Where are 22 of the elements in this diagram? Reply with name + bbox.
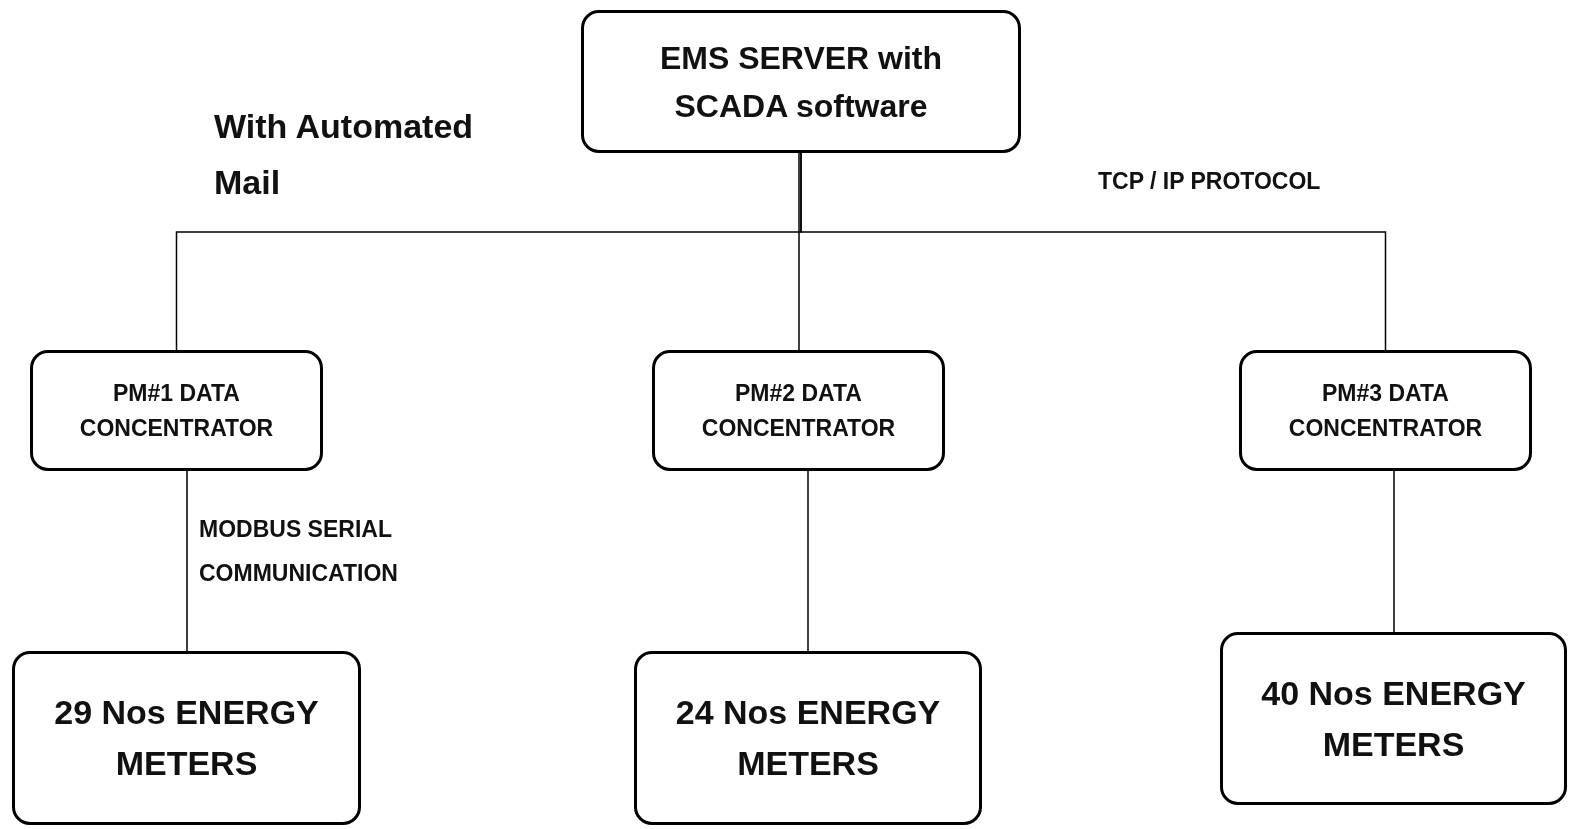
connector-line [186,470,188,652]
note-text: MODBUS SERIAL COMMUNICATION [199,515,399,588]
box-label: PM#2 DATA CONCENTRATOR [700,379,897,443]
connector-line [800,152,1387,351]
box-label: 29 Nos ENERGY METERS [53,692,320,784]
connector-line [1393,470,1395,633]
box-label: 40 Nos ENERGY METERS [1260,672,1527,765]
box-label: PM#3 DATA CONCENTRATOR [1287,379,1484,443]
process-box [30,350,323,471]
connector-line [798,152,800,351]
process-box [1220,632,1567,805]
note-text: With Automated Mail [214,106,475,204]
box-label: 24 Nos ENERGY METERS [674,692,942,784]
process-box [652,350,945,471]
process-box [581,10,1021,153]
box-label: EMS SERVER with SCADA software [658,38,944,126]
connector-line [807,470,809,652]
note-text: TCP / IP PROTOCOL [1098,167,1321,196]
process-box [1239,350,1532,471]
box-label: PM#1 DATA CONCENTRATOR [78,379,275,443]
process-box [634,651,982,825]
process-box [12,651,361,825]
